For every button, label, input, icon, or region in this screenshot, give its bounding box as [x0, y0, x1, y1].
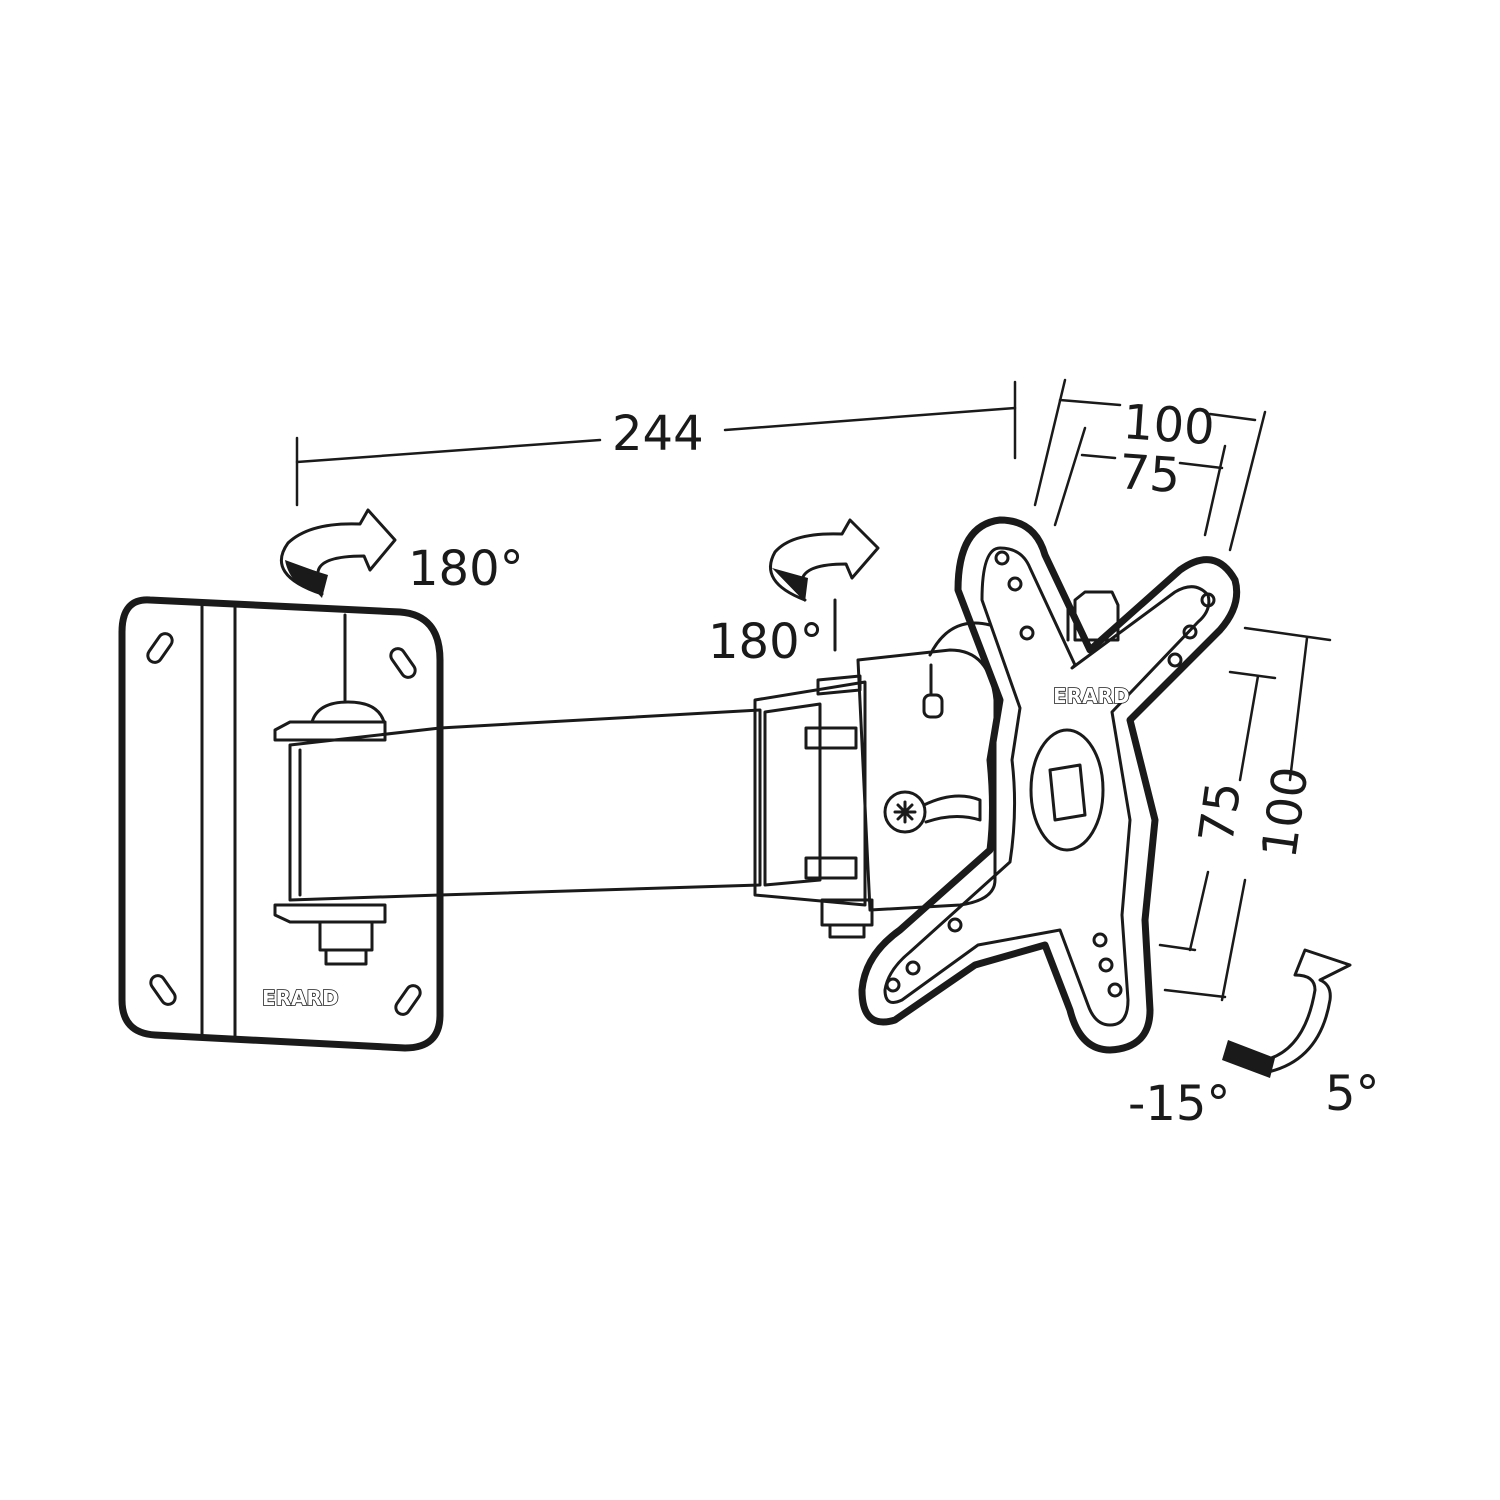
vesa-horizontal-outer-label: 100 [1121, 394, 1216, 456]
wall-plate-logo: ERARD [262, 986, 339, 1010]
vesa-vertical-inner-label: 75 [1188, 778, 1252, 846]
vesa-vertical-dimension [1158, 626, 1332, 1002]
wall-swivel-label: 180° [408, 541, 524, 597]
wall-plate-slot-holes [146, 632, 422, 1016]
tilt-arrow-icon [1222, 948, 1352, 1078]
vesa-plate-logo: ERARD [1053, 684, 1130, 708]
tilt-knob-icon [883, 790, 982, 834]
arm-length-label: 244 [612, 406, 704, 462]
vesa-horizontal-dimension [1033, 378, 1267, 552]
vesa-horizontal-inner-label: 75 [1117, 444, 1182, 504]
wall-pivot-hinge [273, 613, 387, 966]
vesa-plate: ERARD [858, 516, 1241, 1054]
tilt-up-label: 5° [1325, 1066, 1380, 1122]
wall-swivel-arrow-icon [279, 508, 397, 598]
head-swivel-arrow-icon [769, 518, 880, 652]
tilt-down-label: -15° [1128, 1076, 1230, 1132]
arm-length-dimension [295, 380, 1017, 507]
head-bracket [753, 621, 997, 939]
vesa-vertical-outer-label: 100 [1251, 763, 1319, 862]
head-swivel-label: 180° [708, 614, 824, 670]
swing-arm [288, 708, 762, 902]
wall-plate: ERARD [118, 596, 444, 1052]
vesa-mount-holes [885, 550, 1216, 998]
